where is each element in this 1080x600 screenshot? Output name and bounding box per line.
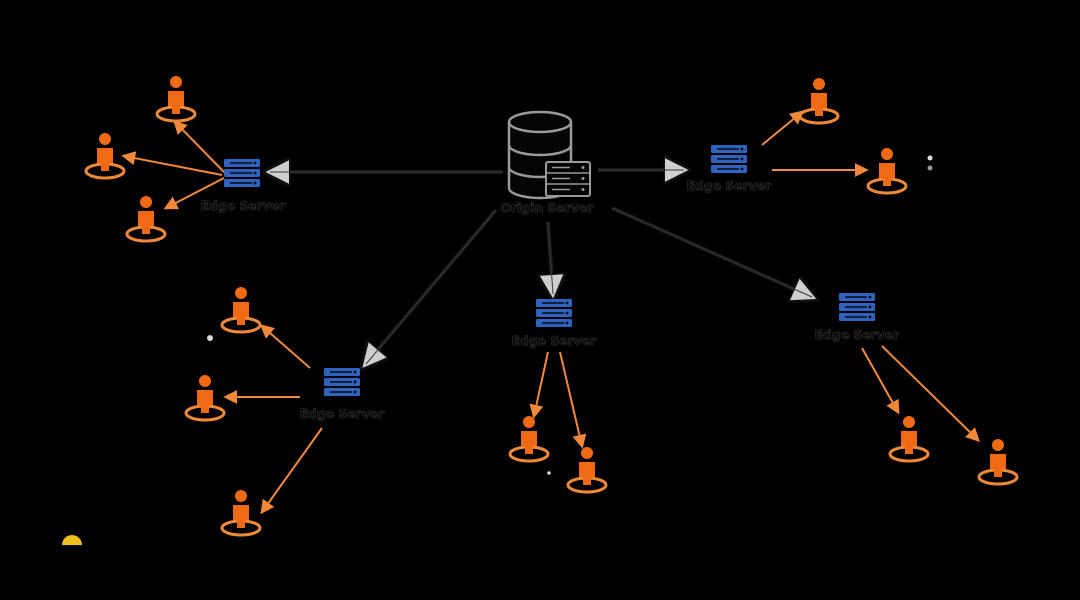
server-rack-icon	[535, 298, 573, 328]
server-rack-icon	[710, 144, 748, 174]
edge-server: Edge Server	[686, 144, 771, 193]
edge-server: Edge Server	[299, 367, 384, 421]
edge-to-user-arrow	[163, 177, 225, 210]
edge-server-label: Edge Server	[815, 328, 899, 342]
origin-server-label: Origin Server	[501, 201, 594, 215]
edge-to-user-arrow	[260, 427, 323, 515]
user-connectors	[121, 110, 981, 515]
edge-to-user-arrow	[121, 151, 223, 176]
user-icon	[888, 414, 930, 463]
user-icon	[798, 76, 840, 125]
edge-server: Edge Server	[511, 298, 596, 348]
user-icon	[125, 194, 167, 243]
edge-to-user-arrow	[529, 351, 549, 419]
server-rack-icon	[223, 158, 261, 188]
edge-to-user-arrow	[259, 324, 311, 369]
edge-to-user-arrow	[559, 351, 587, 449]
user-icon	[508, 414, 550, 463]
server-rack-icon	[838, 292, 876, 322]
edge-to-user-arrow	[861, 347, 900, 415]
origin-connectors	[268, 170, 814, 366]
user-icon	[155, 74, 197, 123]
edge-server-label: Edge Server	[300, 407, 384, 421]
edge-server: Edge Server	[200, 158, 285, 213]
edge-to-user-arrow	[881, 345, 981, 442]
decorative-specks	[62, 155, 933, 545]
edge-to-user-arrow	[761, 110, 805, 146]
server-rack-icon	[323, 367, 361, 397]
user-icon	[84, 131, 126, 180]
user-icon	[220, 488, 262, 537]
user-icon	[184, 373, 226, 422]
user-icon	[977, 437, 1019, 486]
user-icon	[866, 146, 908, 195]
edge-server: Edge Server	[814, 292, 899, 342]
origin-server: Origin Server	[500, 110, 594, 215]
user-icon	[220, 285, 262, 334]
edge-server-label: Edge Server	[201, 199, 285, 213]
edge-to-user-arrow	[173, 120, 225, 173]
database-server-icon	[507, 110, 591, 200]
edge-server-label: Edge Server	[512, 334, 596, 348]
edge-server-label: Edge Server	[687, 179, 771, 193]
user-icon	[566, 445, 608, 494]
